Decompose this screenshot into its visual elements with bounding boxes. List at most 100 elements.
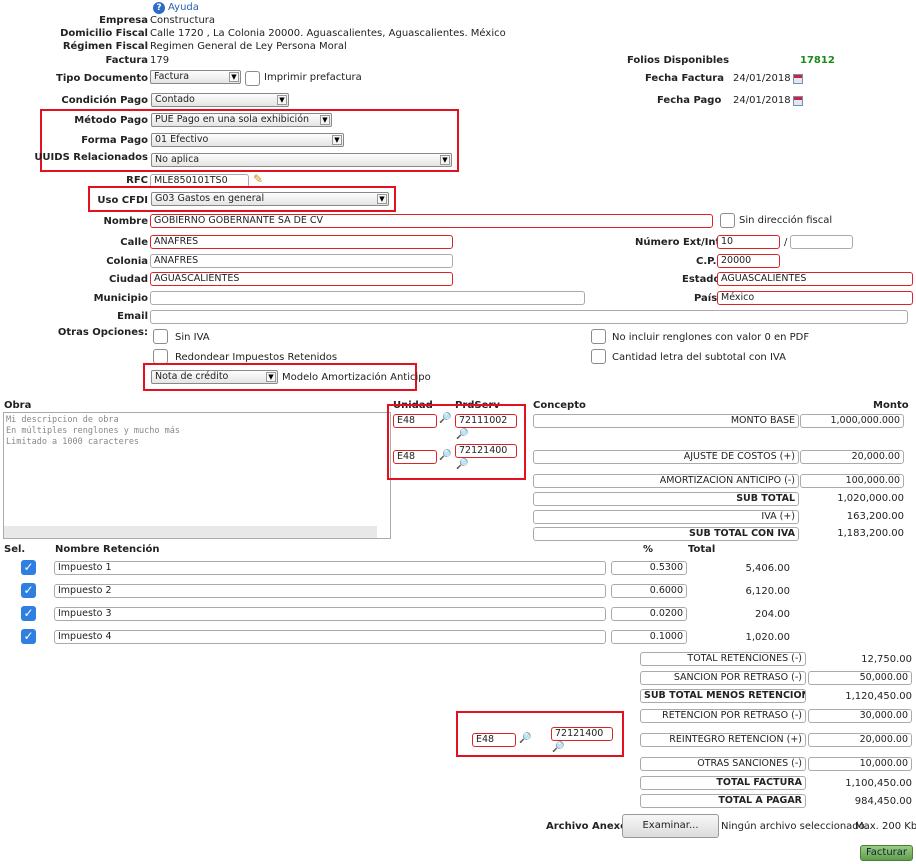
monto-input[interactable]: 100,000.00 (800, 474, 904, 488)
chevron-down-icon: ▼ (320, 115, 330, 125)
otras-sanciones-label: OTRAS SANCIONES (-) (640, 757, 806, 771)
retencion-checkbox[interactable]: ✓ (21, 629, 36, 644)
folios-label: Folios Disponibles (627, 55, 730, 66)
modelo-label: Modelo Amortización Anticipo (282, 372, 431, 383)
monto-input[interactable]: 20,000.00 (800, 450, 904, 464)
empresa-label: Empresa (99, 15, 148, 26)
ciudad-input[interactable]: AGUASCALIENTES (150, 272, 453, 286)
chevron-down-icon: ▼ (266, 372, 276, 382)
numero-ext-input[interactable]: 10 (717, 235, 780, 249)
retencion-checkbox[interactable]: ✓ (21, 583, 36, 598)
no-incluir-checkbox[interactable] (591, 329, 606, 344)
municipio-label: Municipio (93, 293, 148, 304)
iva-value: 163,200.00 (846, 511, 904, 522)
sin-iva-checkbox[interactable] (153, 329, 168, 344)
search-icon[interactable]: 🔎 (439, 413, 452, 424)
total-pagar-value: 984,450.00 (854, 796, 912, 807)
monto-input[interactable]: 1,000,000.000 (800, 414, 904, 428)
highlight-box (387, 404, 526, 480)
estado-input[interactable]: AGUASCALIENTES (717, 272, 913, 286)
retencion-pct-input[interactable]: 0.6000 (611, 584, 687, 598)
reintegro-unidad-input[interactable]: E48 (472, 733, 516, 747)
search-icon[interactable]: 🔎 (456, 429, 469, 440)
uso-cfdi-select[interactable]: G03 Gastos en general ▼ (151, 192, 389, 206)
reintegro-input[interactable]: 20,000.00 (808, 733, 912, 747)
cantidad-letra-label: Cantidad letra del subtotal con IVA (612, 352, 786, 363)
scrollbar[interactable] (4, 526, 377, 538)
total-retenciones-value: 12,750.00 (861, 654, 912, 665)
search-icon[interactable]: 🔎 (552, 742, 565, 753)
search-icon[interactable]: 🔎 (519, 733, 532, 744)
retencion-total: 1,020.00 (745, 632, 790, 643)
metodo-value: PUE Pago en una sola exhibición (155, 114, 310, 125)
imprimir-checkbox[interactable] (245, 71, 260, 86)
retencion-pct-input[interactable]: 0.1000 (611, 630, 687, 644)
facturar-button[interactable]: Facturar (860, 845, 913, 861)
tipo-doc-select[interactable]: Factura▼ (150, 70, 241, 84)
retencion-nombre-input[interactable]: Impuesto 2 (54, 584, 606, 598)
uuids-value: No aplica (155, 154, 200, 165)
cp-input[interactable]: 20000 (717, 254, 780, 268)
examinar-button[interactable]: Examinar... (622, 814, 719, 838)
forma-value: 01 Efectivo (155, 134, 209, 145)
pais-input[interactable]: México (717, 291, 913, 305)
concepto-input[interactable]: AMORTIZACION ANTICIPO (-) (533, 474, 799, 488)
estado-label: Estado (682, 274, 721, 285)
help-link[interactable]: Ayuda (168, 2, 199, 13)
retencion-nombre-input[interactable]: Impuesto 4 (54, 630, 606, 644)
colonia-input[interactable]: ANAFRES (150, 254, 453, 268)
calendar-icon[interactable] (793, 96, 803, 106)
sancion-label: SANCION POR RETRASO (-) (640, 671, 806, 685)
empresa-value: Constructura (150, 15, 216, 26)
uuids-select[interactable]: No aplica▼ (151, 153, 452, 167)
rfc-label: RFC (126, 175, 148, 186)
retencion-checkbox[interactable]: ✓ (21, 606, 36, 621)
concepto-input[interactable]: MONTO BASE (533, 414, 799, 428)
chevron-down-icon: ▼ (377, 194, 387, 204)
monto-header: Monto (873, 400, 909, 411)
email-input[interactable] (150, 310, 908, 324)
redondear-checkbox[interactable] (153, 349, 168, 364)
retencion-checkbox[interactable]: ✓ (21, 560, 36, 575)
retencion-pct-input[interactable]: 0.5300 (611, 561, 687, 575)
ret-retraso-input[interactable]: 30,000.00 (808, 709, 912, 723)
uso-cfdi-value: G03 Gastos en general (155, 193, 265, 204)
regimen-value: Regimen General de Ley Persona Moral (150, 41, 347, 52)
retencion-pct-input[interactable]: 0.0200 (611, 607, 687, 621)
total-factura-value: 1,100,450.00 (845, 778, 912, 789)
unidad-input[interactable]: E48 (393, 414, 437, 428)
calle-input[interactable]: ANAFRES (150, 235, 453, 249)
municipio-input[interactable] (150, 291, 585, 305)
obra-textarea[interactable]: Mi descripcion de obra En múltiples reng… (3, 412, 391, 539)
search-icon[interactable]: 🔎 (456, 459, 469, 470)
unidad-input[interactable]: E48 (393, 450, 437, 464)
sin-direccion-checkbox[interactable] (720, 213, 735, 228)
prdserv-input[interactable]: 72111002 (455, 414, 517, 428)
retencion-total: 5,406.00 (745, 563, 790, 574)
metodo-select[interactable]: PUE Pago en una sola exhibición ▼ (151, 113, 332, 127)
cantidad-letra-checkbox[interactable] (591, 349, 606, 364)
subtotal-iva-label: SUB TOTAL CON IVA (533, 527, 799, 541)
nota-value: Nota de crédito (155, 371, 229, 382)
numero-int-input[interactable] (790, 235, 853, 249)
search-icon[interactable]: 🔎 (439, 450, 452, 461)
highlight-box (456, 711, 624, 757)
otras-sanciones-input[interactable]: 10,000.00 (808, 757, 912, 771)
sancion-input[interactable]: 50,000.00 (808, 671, 912, 685)
concepto-input[interactable]: AJUSTE DE COSTOS (+) (533, 450, 799, 464)
condicion-select[interactable]: Contado▼ (151, 93, 289, 107)
prdserv-input[interactable]: 72121400 (455, 444, 517, 458)
pais-label: País (694, 293, 718, 304)
anexo-label: Archivo Anexo (546, 821, 627, 832)
retencion-nombre-input[interactable]: Impuesto 1 (54, 561, 606, 575)
nombre-input[interactable]: GOBIERNO GOBERNANTE SA DE CV (150, 214, 713, 228)
calendar-icon[interactable] (793, 74, 803, 84)
pencil-icon[interactable]: ✎ (253, 172, 264, 186)
subtotal-iva-value: 1,183,200.00 (837, 528, 904, 539)
help-icon[interactable]: ? (153, 2, 165, 14)
reintegro-prdserv-input[interactable]: 72121400 (551, 727, 613, 741)
nota-select[interactable]: Nota de crédito ▼ (151, 370, 278, 384)
retencion-nombre-input[interactable]: Impuesto 3 (54, 607, 606, 621)
forma-select[interactable]: 01 Efectivo▼ (151, 133, 344, 147)
total-factura-label: TOTAL FACTURA (640, 776, 806, 790)
